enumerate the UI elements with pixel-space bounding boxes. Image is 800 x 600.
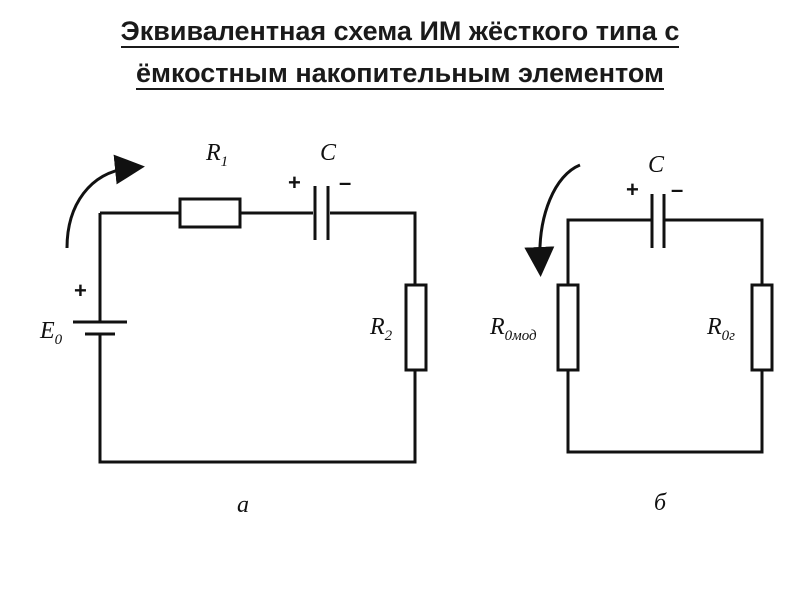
capacitor-a-plus-sign: + (288, 170, 301, 195)
label-r1: R1 (205, 140, 228, 170)
circuit-b-wire (566, 218, 764, 454)
resistor-r1 (178, 197, 242, 229)
capacitor-b-plus-sign: + (626, 177, 639, 202)
caption-b: б (654, 490, 667, 516)
title-line-1: Эквивалентная схема ИМ жёсткого типа с (120, 16, 680, 48)
resistor-r0mod (556, 283, 580, 372)
capacitor-b-minus-sign: – (671, 177, 683, 202)
page-title: Эквивалентная схема ИМ жёсткого типа с ё… (0, 10, 800, 94)
source-e0-plus-sign: + (74, 278, 87, 303)
title-line-2: ёмкостным накопительным элементом (135, 58, 665, 90)
caption-a: а (237, 492, 249, 518)
resistor-r0g (750, 283, 774, 372)
resistor-r2 (404, 283, 428, 372)
label-r0g: R0г (706, 314, 735, 344)
label-c-a: C (320, 140, 337, 166)
current-arrow-a (65, 154, 145, 249)
circuit-a (65, 154, 428, 464)
circuit-a-wire (98, 211, 417, 464)
label-e0: E0 (39, 318, 63, 348)
circuit-b (524, 163, 774, 454)
label-r0mod: R0мод (489, 314, 537, 344)
current-arrow-b (524, 163, 581, 277)
capacitor-a-minus-sign: – (339, 170, 351, 195)
label-c-b: C (648, 152, 665, 178)
label-r2: R2 (369, 314, 393, 344)
